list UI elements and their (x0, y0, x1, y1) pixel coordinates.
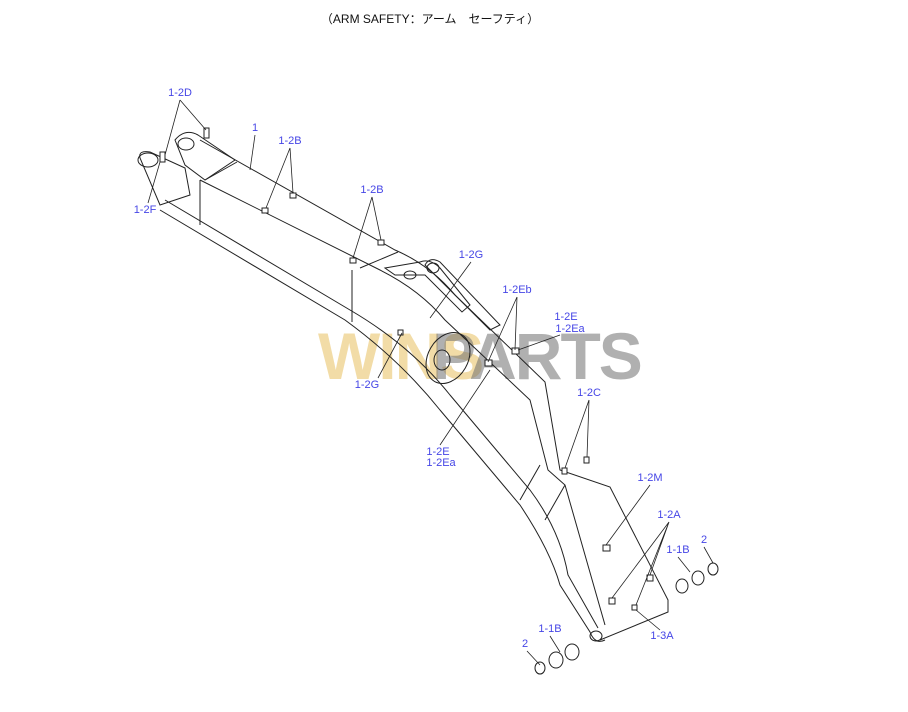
diagram-title: （ARM SAFETY：アーム セーフティ） (320, 12, 540, 26)
label-1-2G: 1-2G (354, 379, 380, 391)
label-1-2Ea: 1-2Ea (426, 457, 456, 469)
label-1-2Eb: 1-2Eb (502, 284, 532, 296)
label-1-2C: 1-2C (577, 387, 601, 399)
decals (159, 127, 654, 611)
label-1-2Ea: 1-2Ea (555, 323, 585, 335)
label-1-1B: 1-1B (538, 623, 562, 635)
label-1-2M: 1-2M (637, 472, 663, 484)
arm-boss (137, 131, 236, 206)
label-1-2A: 1-2A (657, 509, 681, 521)
label-1-3A: 1-3A (650, 630, 674, 642)
label-1-2E: 1-2E (426, 446, 450, 458)
bushings-and-rings (534, 562, 719, 675)
label-1-2F: 1-2F (133, 204, 157, 216)
leader-lines (147, 99, 714, 666)
label-1-2B: 1-2B (360, 184, 384, 196)
label-1-2G: 1-2G (458, 249, 484, 261)
label-1-2B: 1-2B (278, 135, 302, 147)
label-2: 2 (521, 638, 529, 650)
arm-link-bracket (383, 259, 501, 331)
watermark-parts: PARTS (432, 319, 643, 393)
arm-body (159, 139, 669, 642)
label-1-2D: 1-2D (168, 87, 192, 99)
label-1-1B: 1-1B (666, 544, 690, 556)
boom-pin-boss (425, 332, 471, 384)
label-1: 1 (251, 122, 259, 134)
label-1-2E: 1-2E (554, 311, 578, 323)
label-2: 2 (700, 534, 708, 546)
